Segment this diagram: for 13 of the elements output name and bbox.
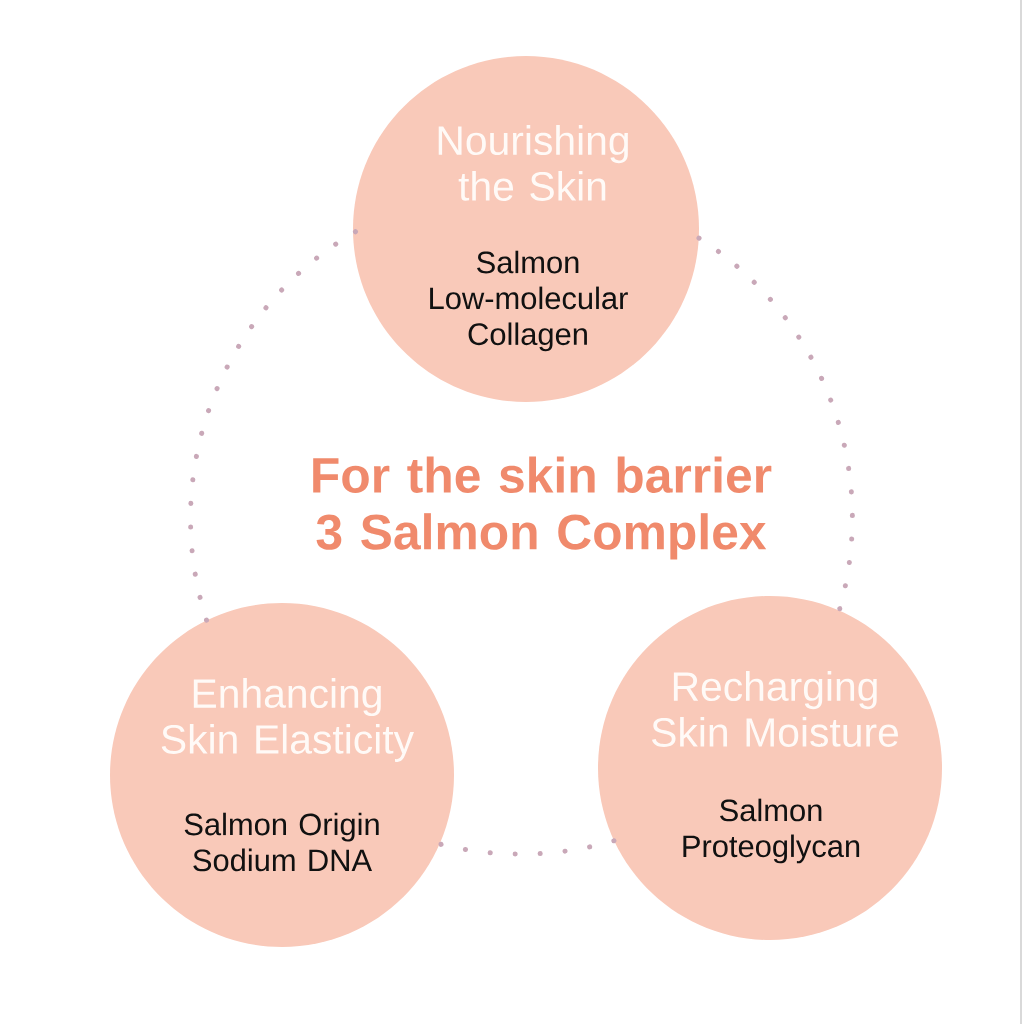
dotted-arc bbox=[696, 235, 855, 614]
circle-heading: Nourishing the Skin bbox=[438, 125, 628, 201]
ingredient-name: Salmon Proteoglycan bbox=[683, 798, 860, 864]
dotted-arc bbox=[188, 229, 359, 623]
benefit-circle bbox=[353, 56, 699, 402]
ingredient-name: Salmon Low-molecular Collagen bbox=[430, 250, 628, 352]
benefit-circle bbox=[110, 603, 454, 947]
circle-heading: Recharging Skin Moisture bbox=[652, 671, 898, 747]
ingredient-name: Salmon Origin Sodium DNA bbox=[184, 812, 379, 872]
benefit-circle bbox=[598, 596, 942, 940]
circle-heading: Enhancing Skin Elasticity bbox=[161, 678, 414, 762]
title: For the skin barrier 3 Salmon Complex bbox=[313, 456, 772, 560]
dotted-arc bbox=[438, 838, 617, 857]
